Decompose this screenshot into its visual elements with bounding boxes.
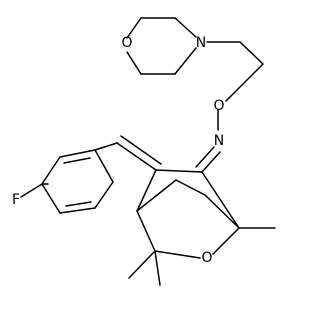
bond <box>201 171 240 229</box>
bond <box>59 207 96 214</box>
bond <box>212 227 240 255</box>
bond <box>195 146 215 168</box>
bond <box>136 210 156 252</box>
bond <box>174 47 197 75</box>
oxime-oxygen-label: O <box>213 98 224 114</box>
bond <box>94 181 114 209</box>
bond <box>94 149 114 183</box>
bond <box>20 183 43 198</box>
fluorine-label: F <box>12 192 20 208</box>
bond <box>136 179 177 212</box>
bond <box>174 17 197 38</box>
ethyl-linker <box>206 41 264 131</box>
benzylidene-double-bond <box>116 135 162 171</box>
bond <box>120 135 162 165</box>
bond <box>126 51 142 75</box>
bond <box>128 250 156 279</box>
bond <box>201 151 221 173</box>
morpholine-nitrogen-label: N <box>196 35 206 51</box>
bond <box>63 157 91 164</box>
fluorophenyl-ring <box>20 142 118 214</box>
bond <box>59 149 96 158</box>
bond <box>155 169 203 173</box>
atom-labels: O N O N F O <box>12 35 225 266</box>
bridge-oxygen-label: O <box>201 250 212 266</box>
chemical-structure-drawing: O N O N F O <box>12 17 276 286</box>
oxime-double-bond <box>195 146 221 173</box>
bond <box>154 250 161 286</box>
morpholine-oxygen-label: O <box>121 35 132 51</box>
morpholine-ring <box>126 17 197 75</box>
bond <box>94 142 118 151</box>
bond <box>154 250 201 259</box>
bond <box>126 17 142 39</box>
bond <box>41 156 61 185</box>
bond <box>239 41 264 65</box>
bond <box>175 179 206 196</box>
bond <box>225 63 264 102</box>
bicyclic-core <box>128 169 276 286</box>
bond <box>65 201 92 207</box>
bond <box>41 183 61 214</box>
oxime-nitrogen-label: N <box>214 133 224 149</box>
molecule-canvas: O N O N F O <box>12 17 276 286</box>
bond <box>116 142 157 171</box>
bond <box>204 194 240 229</box>
bond <box>136 169 157 212</box>
